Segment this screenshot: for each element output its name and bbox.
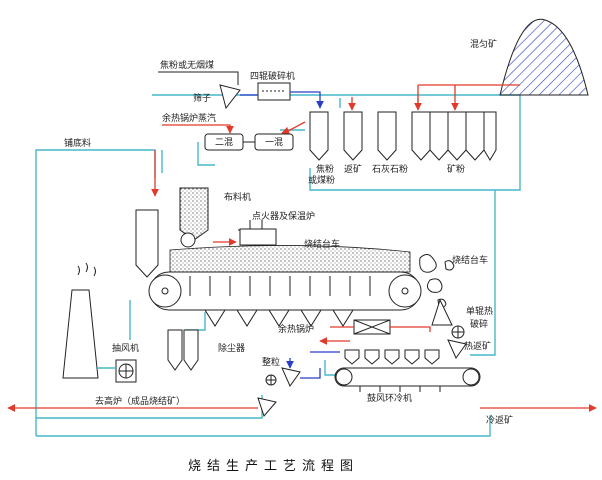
single-roll-label-2: 破碎 [470,318,488,330]
cold-return-label: 冷返矿 [486,414,513,426]
dust-collector-label: 除尘器 [218,342,245,354]
annular-cooler [334,349,481,392]
sinter-car-label-2: 烧结台车 [452,254,488,266]
hot-return-label: 热返矿 [464,340,491,352]
return-fines-label: 返矿 [344,163,362,175]
coke-fines-label: 焦粉 [316,163,334,175]
sizing-screens [257,367,301,417]
hearth-label: 铺底料 [64,137,91,149]
sinter-chunks [419,254,455,309]
sieve-shape [219,84,241,110]
chimney [62,262,99,379]
mixer-2: 二混 [204,133,244,151]
sieve-label: 筛子 [193,92,211,104]
ore-fines-label: 矿粉 [447,163,465,175]
waste-steam-label: 余热锅炉蒸汽 [162,112,216,124]
sizing-label: 整粒 [262,356,280,368]
fuel-feed-line [158,71,239,85]
svg-text:一混: 一混 [265,137,283,148]
material-bins [309,111,497,161]
chute-shape [431,298,453,326]
exhaust-fan [115,359,137,383]
single-roll-crusher [451,325,465,339]
hot-sieve [447,339,467,360]
mixer-1: 一混 [254,133,294,151]
to-bf-label: 去高炉（成品烧结矿） [95,395,185,407]
exhaust-fan-label: 抽风机 [112,342,139,354]
mixed-ore-label: 混匀矿 [470,38,497,50]
blast-cooler-label: 鼓风环冷机 [367,392,412,404]
single-roll-label-1: 单辊热 [466,305,493,317]
waste-boiler-label: 余热锅炉 [278,323,314,335]
igniter-label: 点火器及保温炉 [252,210,315,222]
mixed-ore-pile [499,18,589,96]
sinter-strand [148,245,422,327]
hearth-hopper [135,209,159,278]
distributor-hopper [179,187,209,248]
coke-fines-label-2: 或煤粉 [308,174,335,186]
distributor-label: 布料机 [224,191,251,203]
svg-text:二混: 二混 [215,137,233,148]
diagram-title: 烧结生产工艺流程图 [188,459,359,474]
four-roll-label: 四辊破碎机 [250,70,295,82]
limestone-label: 石灰石粉 [372,163,408,175]
dust-collector [167,329,199,371]
sinter-car-label: 烧结台车 [304,238,340,250]
coke-coal-label: 焦粉或无烟煤 [160,59,214,71]
